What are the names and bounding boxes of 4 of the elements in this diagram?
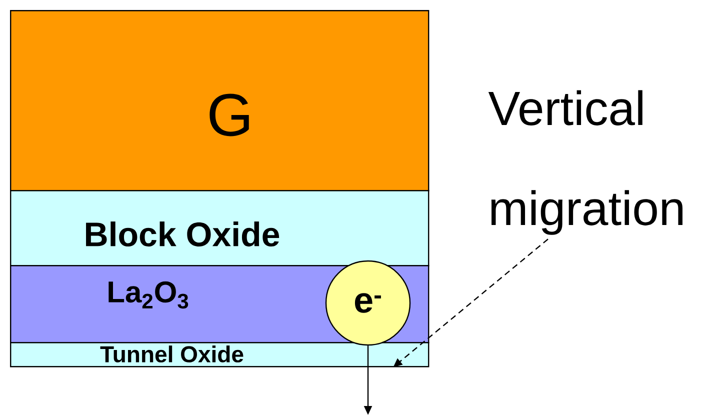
- oxide-layer: Block Oxide: [10, 190, 430, 266]
- caption-text: Vertical migration: [488, 90, 682, 235]
- gate-layer: G: [10, 10, 430, 192]
- oxide-layer: Tunnel Oxide: [10, 342, 430, 368]
